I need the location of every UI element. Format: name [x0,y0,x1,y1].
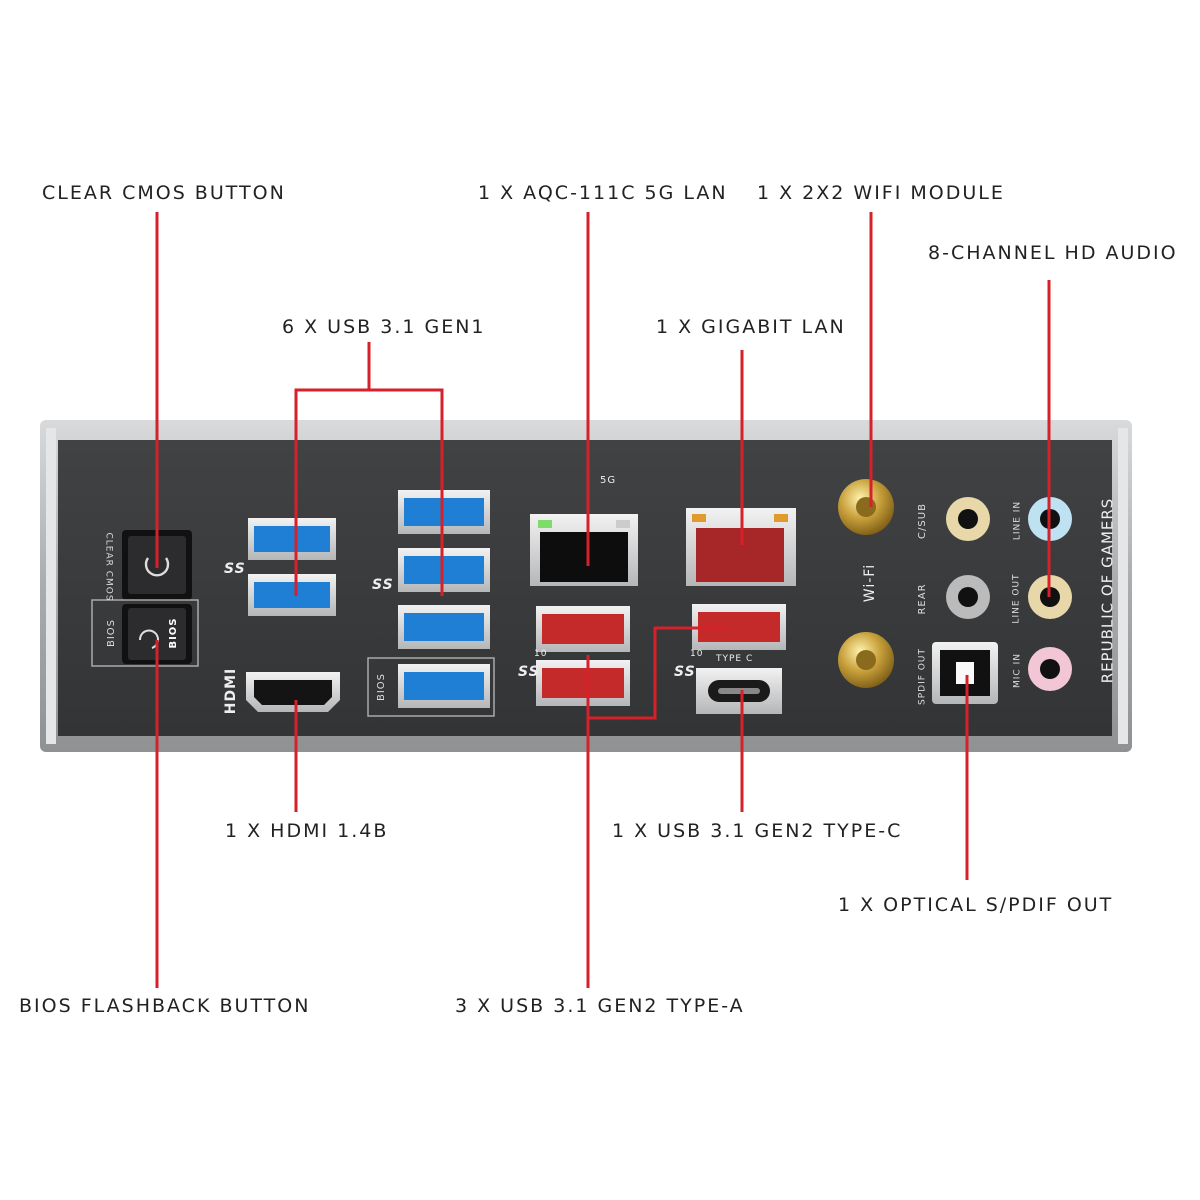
callout-wifi: 1 X 2X2 WIFI MODULE [757,182,1005,204]
callout-gigabit-lan: 1 X GIGABIT LAN [656,316,846,338]
ss-logo-mid: SS [372,577,394,593]
type-c-panel-label: TYPE C [716,654,754,664]
wifi-panel-label: Wi-Fi [862,563,878,603]
callout-hdmi: 1 X HDMI 1.4B [225,820,389,842]
callout-optical: 1 X OPTICAL S/PDIF OUT [838,894,1114,916]
leader-lines [155,212,1051,988]
wifi-antenna-connectors [838,479,894,688]
hdmi-port[interactable] [246,672,340,712]
callout-bios-flashback: BIOS FLASHBACK BUTTON [19,995,311,1017]
bios-usb-label: BIOS [376,672,387,702]
bios-flashback-button[interactable] [91,599,199,667]
mic-in-label: MIC IN [1012,653,1023,688]
spdif-label: SPDIF OUT [917,648,928,705]
ss10-logo-right: SS [674,664,696,680]
bios-button-label: BIOS [168,617,179,649]
ss10-superscript-right: 10 [690,649,704,659]
clear-cmos-panel-label: CLEAR CMOS [103,532,114,602]
callout-audio: 8-CHANNEL HD AUDIO [928,242,1178,264]
bios-panel-label: BIOS [106,618,117,648]
optical-spdif-port[interactable] [932,642,998,704]
usb-type-c-port[interactable] [696,668,782,714]
rog-brand-label: REPUBLIC OF GAMERS [1098,497,1117,684]
usb-gen1-left-stack [248,518,336,616]
ss10-superscript-center: 10 [534,649,548,659]
lan-5g-label: 5G [600,475,617,486]
callout-type-a: 3 X USB 3.1 GEN2 TYPE-A [455,995,745,1017]
callout-usb-gen1: 6 X USB 3.1 GEN1 [282,316,486,338]
rear-label: REAR [917,583,928,615]
callout-clear-cmos: CLEAR CMOS BUTTON [42,182,286,204]
ss10-logo-center: SS [518,664,540,680]
csub-label: C/SUB [917,503,928,539]
callout-type-c: 1 X USB 3.1 GEN2 TYPE-C [612,820,903,842]
usb-gen2-type-a-pair [536,606,630,706]
lan-5g-port[interactable] [530,514,638,586]
hdmi-panel-label: HDMI [223,667,239,715]
usb-gen1-mid-stack [367,490,495,717]
line-in-label: LINE IN [1012,500,1023,541]
ss-logo-left: SS [224,561,246,577]
callout-aqc-lan: 1 X AQC-111C 5G LAN [478,182,728,204]
line-out-label: LINE OUT [1011,573,1022,624]
